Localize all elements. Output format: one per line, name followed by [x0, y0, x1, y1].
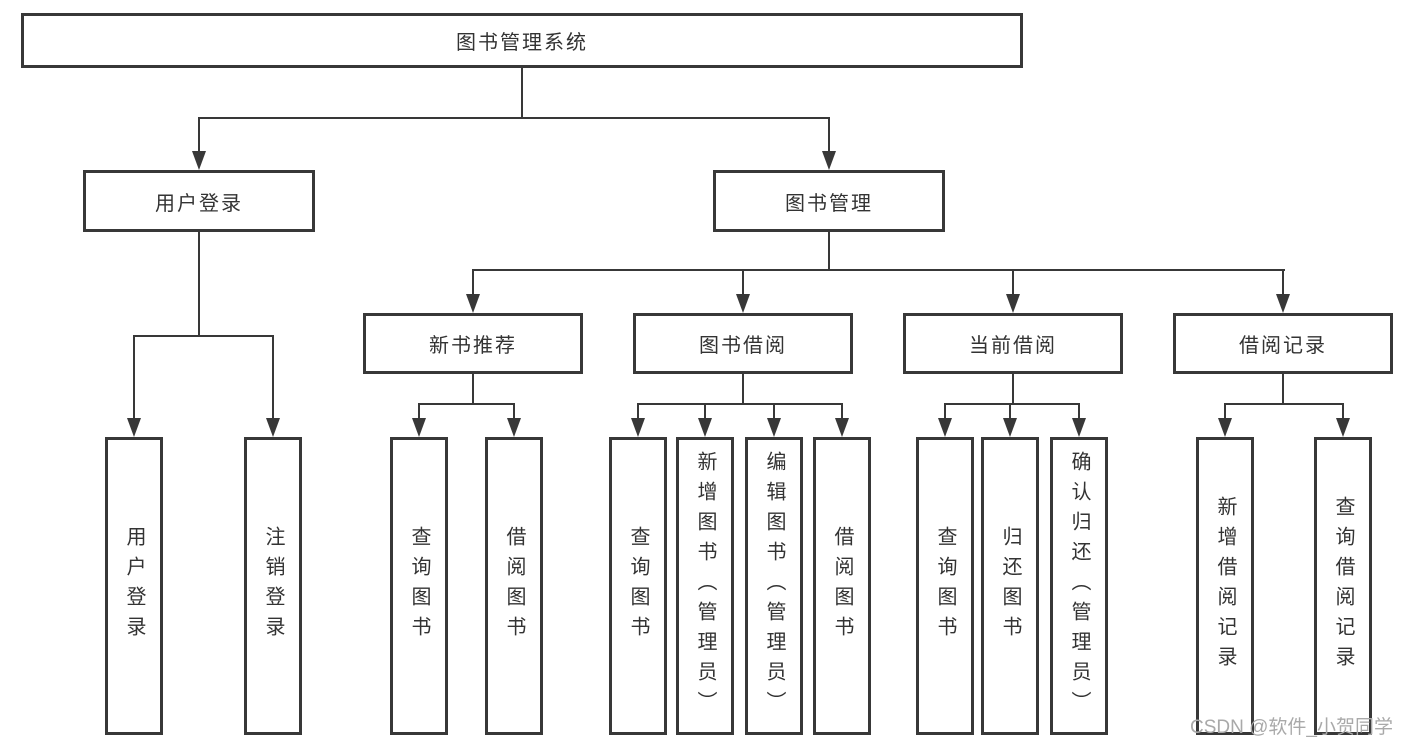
connector-root-bar — [198, 117, 830, 119]
connector-new-book-bar — [418, 403, 515, 405]
connector-book-borrowing-bar — [637, 403, 843, 405]
node-return-book-label: 归还图书 — [999, 526, 1021, 646]
node-borrow-books: 借阅图书 — [813, 437, 871, 735]
arrow-down-icon — [266, 418, 280, 437]
arrow-down-icon — [1218, 418, 1232, 437]
arrow-down-icon — [1003, 418, 1017, 437]
node-add-book-admin-label: 新增图书（管理员） — [694, 451, 716, 721]
connector-current-borrowing-drop-1 — [944, 403, 946, 419]
arrow-down-icon — [835, 418, 849, 437]
node-library-system-label: 图书管理系统 — [456, 32, 588, 54]
node-borrow-records: 借阅记录 — [1173, 313, 1393, 374]
arrow-down-icon — [127, 418, 141, 437]
node-query-books-borrowing: 查询图书 — [609, 437, 667, 735]
node-book-borrowing-label: 图书借阅 — [699, 335, 787, 357]
arrow-down-icon — [767, 418, 781, 437]
connector-book-borrowing-drop-2 — [704, 403, 706, 419]
connector-book-management-drop-1 — [472, 269, 474, 295]
connector-book-management-drop-4 — [1282, 269, 1284, 295]
node-edit-book-admin: 编辑图书（管理员） — [745, 437, 803, 735]
node-return-book: 归还图书 — [981, 437, 1039, 735]
arrow-down-icon — [507, 418, 521, 437]
connector-book-borrowing-drop-4 — [841, 403, 843, 419]
connector-book-management-stem — [828, 232, 830, 271]
connector-current-borrowing-drop-3 — [1078, 403, 1080, 419]
node-borrow-books-recommend: 借阅图书 — [485, 437, 543, 735]
node-book-management: 图书管理 — [713, 170, 945, 232]
connector-new-book-drop-1 — [418, 403, 420, 419]
node-add-borrow-record-label: 新增借阅记录 — [1214, 496, 1236, 676]
connector-book-borrowing-drop-3 — [773, 403, 775, 419]
node-library-system: 图书管理系统 — [21, 13, 1023, 68]
arrow-down-icon — [1006, 294, 1020, 313]
connector-user-login-drop-2 — [272, 335, 274, 419]
arrow-down-icon — [822, 151, 836, 170]
arrow-down-icon — [192, 151, 206, 170]
node-current-borrowing-label: 当前借阅 — [969, 335, 1057, 357]
node-confirm-return-admin: 确认归还（管理员） — [1050, 437, 1108, 735]
node-borrow-books-recommend-label: 借阅图书 — [503, 526, 525, 646]
node-new-book-recommend: 新书推荐 — [363, 313, 583, 374]
node-logout-label: 注销登录 — [262, 526, 284, 646]
connector-borrow-records-drop-2 — [1342, 403, 1344, 419]
connector-user-login-drop-1 — [133, 335, 135, 419]
node-query-books-current: 查询图书 — [916, 437, 974, 735]
connector-borrow-records-drop-1 — [1224, 403, 1226, 419]
node-query-books-current-label: 查询图书 — [934, 526, 956, 646]
arrow-down-icon — [1072, 418, 1086, 437]
arrow-down-icon — [736, 294, 750, 313]
connector-root-drop-left — [198, 117, 200, 152]
arrow-down-icon — [1336, 418, 1350, 437]
node-user-login-label: 用户登录 — [155, 192, 243, 215]
connector-book-borrowing-drop-1 — [637, 403, 639, 419]
connector-book-management-bar — [472, 269, 1285, 271]
connector-user-login-bar — [133, 335, 274, 337]
connector-new-book-stem — [472, 374, 474, 405]
node-add-borrow-record: 新增借阅记录 — [1196, 437, 1254, 735]
connector-borrow-records-stem — [1282, 374, 1284, 405]
arrow-down-icon — [698, 418, 712, 437]
node-add-book-admin: 新增图书（管理员） — [676, 437, 734, 735]
connector-current-borrowing-bar — [944, 403, 1080, 405]
node-current-borrowing: 当前借阅 — [903, 313, 1123, 374]
arrow-down-icon — [631, 418, 645, 437]
connector-new-book-drop-2 — [513, 403, 515, 419]
node-user-login-leaf: 用户登录 — [105, 437, 163, 735]
arrow-down-icon — [466, 294, 480, 313]
node-query-books-borrowing-label: 查询图书 — [627, 526, 649, 646]
node-query-borrow-record: 查询借阅记录 — [1314, 437, 1372, 735]
connector-root-stem — [521, 68, 523, 118]
node-logout: 注销登录 — [244, 437, 302, 735]
connector-current-borrowing-drop-2 — [1009, 403, 1011, 419]
connector-user-login-stem — [198, 232, 200, 337]
node-query-borrow-record-label: 查询借阅记录 — [1332, 496, 1354, 676]
connector-book-management-drop-3 — [1012, 269, 1014, 295]
connector-book-borrowing-stem — [742, 374, 744, 405]
node-query-books-recommend-label: 查询图书 — [408, 526, 430, 646]
node-book-management-label: 图书管理 — [785, 192, 873, 215]
node-new-book-recommend-label: 新书推荐 — [429, 335, 517, 357]
arrow-down-icon — [412, 418, 426, 437]
node-borrow-records-label: 借阅记录 — [1239, 335, 1327, 357]
node-confirm-return-admin-label: 确认归还（管理员） — [1068, 451, 1090, 721]
node-borrow-books-label: 借阅图书 — [831, 526, 853, 646]
node-user-login-leaf-label: 用户登录 — [123, 526, 145, 646]
connector-borrow-records-bar — [1224, 403, 1344, 405]
connector-book-management-drop-2 — [742, 269, 744, 295]
connector-current-borrowing-stem — [1012, 374, 1014, 405]
arrow-down-icon — [938, 418, 952, 437]
connector-root-drop-right — [828, 117, 830, 152]
csdn-watermark: CSDN @软件_小贺同学 — [1190, 717, 1393, 738]
node-query-books-recommend: 查询图书 — [390, 437, 448, 735]
node-book-borrowing: 图书借阅 — [633, 313, 853, 374]
node-edit-book-admin-label: 编辑图书（管理员） — [763, 451, 785, 721]
node-user-login: 用户登录 — [83, 170, 315, 232]
arrow-down-icon — [1276, 294, 1290, 313]
